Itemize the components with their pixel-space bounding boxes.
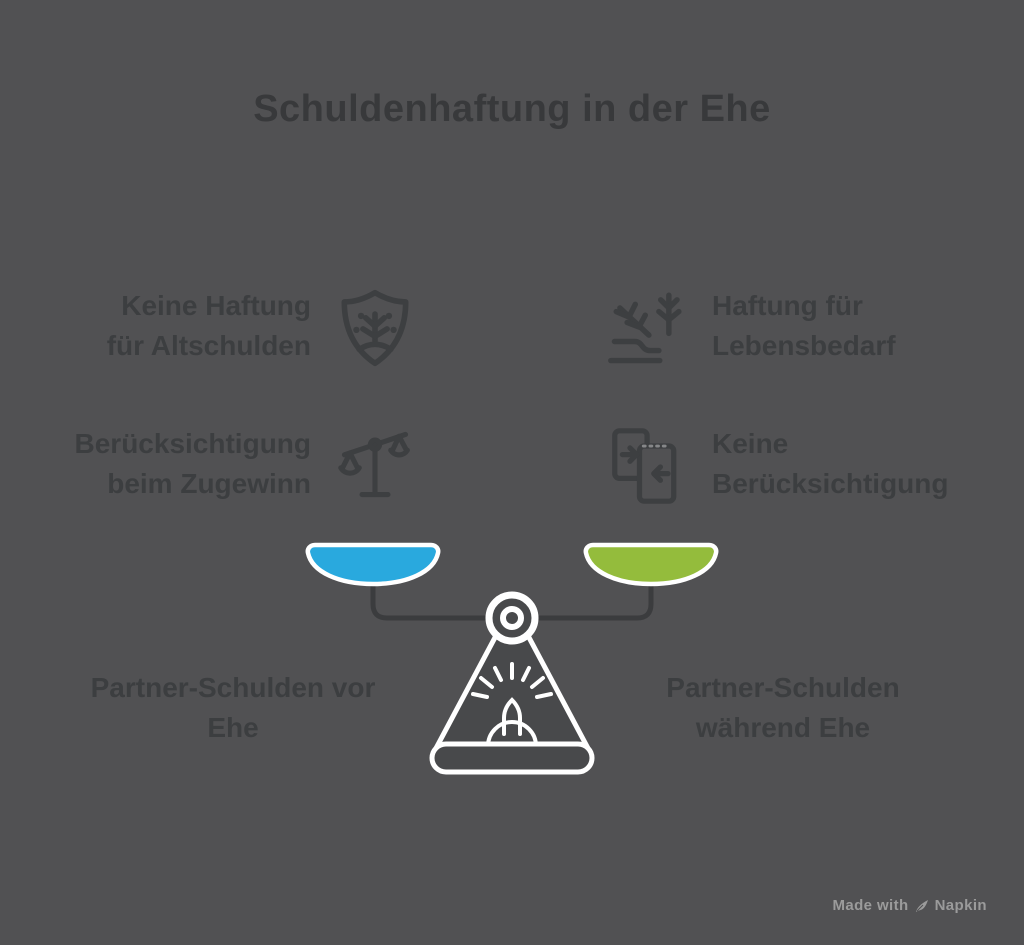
- left-pan-label-line1: Partner-Schulden vor: [90, 672, 376, 703]
- scale-beam-left: [370, 580, 490, 621]
- feature-left-2-line1: Berücksichtigung: [74, 428, 311, 459]
- right-pan-label-line2: während Ehe: [695, 712, 871, 743]
- watermark: Made with Napkin: [832, 897, 987, 914]
- feature-right-2-label: Keine Berücksichtigung: [712, 424, 1012, 504]
- shield-tree-icon: [336, 288, 414, 368]
- left-pan-label: Partner-Schulden vor Ehe: [73, 668, 393, 748]
- growing-plants-icon: [607, 288, 689, 366]
- scale-lamp-mound: [486, 720, 538, 748]
- feature-left-1-line1: Keine Haftung: [121, 290, 311, 321]
- scale-base: [429, 741, 595, 775]
- right-pan: [583, 542, 719, 587]
- scale-cone: [431, 627, 593, 755]
- feature-right-2-line2: Berücksichtigung: [712, 468, 949, 499]
- feature-right-1-line1: Haftung für: [712, 290, 863, 321]
- feature-right-1-line2: Lebensbedarf: [712, 330, 896, 361]
- feature-right-2-line1: Keine: [712, 428, 789, 459]
- feature-left-2-label: Berücksichtigung beim Zugewinn: [33, 424, 311, 504]
- scale-lamp-bulb: [502, 697, 522, 736]
- right-pan-label: Partner-Schulden während Ehe: [623, 668, 943, 748]
- page-title: Schuldenhaftung in der Ehe: [253, 88, 771, 130]
- balance-scale: [290, 528, 730, 790]
- scale-lamp-rays: [471, 662, 553, 699]
- feature-left-1-label: Keine Haftung für Altschulden: [40, 286, 311, 366]
- feature-left-1-line2: für Altschulden: [106, 330, 311, 361]
- napkin-pen-icon: [915, 899, 928, 912]
- right-pan-label-line1: Partner-Schulden: [666, 672, 900, 703]
- watermark-brand: Napkin: [934, 897, 987, 914]
- watermark-prefix: Made with: [832, 897, 909, 914]
- left-pan: [305, 542, 441, 587]
- left-pan-label-line2: Ehe: [207, 712, 259, 743]
- transfer-arrows-icon: [610, 427, 688, 505]
- scale-pivot-outer: [485, 591, 539, 645]
- tilted-scale-icon: [338, 426, 412, 504]
- scale-beam-right: [534, 580, 654, 621]
- scale-pivot-inner: [500, 606, 524, 630]
- feature-right-1-label: Haftung für Lebensbedarf: [712, 286, 1012, 366]
- feature-left-2-line2: beim Zugewinn: [107, 468, 311, 499]
